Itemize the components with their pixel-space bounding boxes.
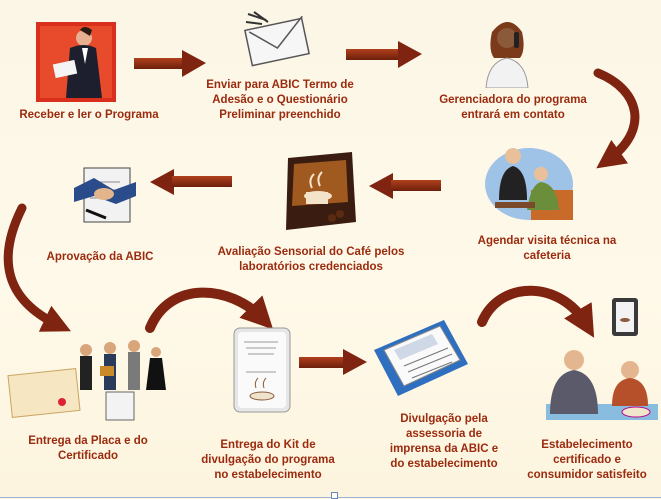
step-10-label: Estabelecimento certificado e consumidor…: [527, 439, 647, 481]
step-2-label: Enviar para ABIC Termo de Adesão e o Que…: [206, 79, 354, 121]
newspaper-icon: [374, 320, 468, 396]
woman-on-phone-icon: [485, 22, 529, 88]
coffee-kit-icon: [233, 327, 291, 413]
step-3-label: Gerenciadora do programa entrará em cont…: [439, 94, 587, 121]
businessman-reading-icon: [36, 22, 116, 102]
arrow-6-7: [3, 203, 71, 332]
arrow-1-2: [134, 50, 206, 77]
arrow-2-3: [346, 41, 422, 68]
arrow-3-4: [593, 68, 640, 169]
arrow-9-10: [477, 285, 595, 338]
handshake-contract-icon: [74, 167, 136, 223]
step-7-label: Entrega da Placa e do Certificado: [28, 435, 148, 462]
step-8-label: Entrega do Kit de divulgação do programa…: [201, 439, 335, 481]
arrow-5-6: [150, 169, 232, 195]
arrow-4-5: [369, 173, 441, 199]
meeting-icon: [485, 148, 573, 220]
envelope-icon: [244, 11, 310, 67]
step-9-label: Divulgação pela assessoria de imprensa d…: [389, 413, 499, 470]
coffee-package-icon: [286, 152, 356, 230]
step-6-label: Aprovação da ABIC: [46, 251, 154, 263]
cafe-customer-icon: [546, 298, 658, 420]
selection-border: [0, 492, 661, 499]
resize-handle[interactable]: [331, 492, 338, 499]
arrow-7-8: [145, 287, 274, 333]
step-1-label: Receber e ler o Programa: [19, 109, 159, 121]
step-4-label: Agendar visita técnica na cafeteria: [477, 235, 617, 262]
arrow-8-9: [299, 349, 367, 375]
award-ceremony-icon: [7, 340, 166, 421]
step-5-label: Avaliação Sensorial do Café pelos labora…: [217, 246, 405, 273]
